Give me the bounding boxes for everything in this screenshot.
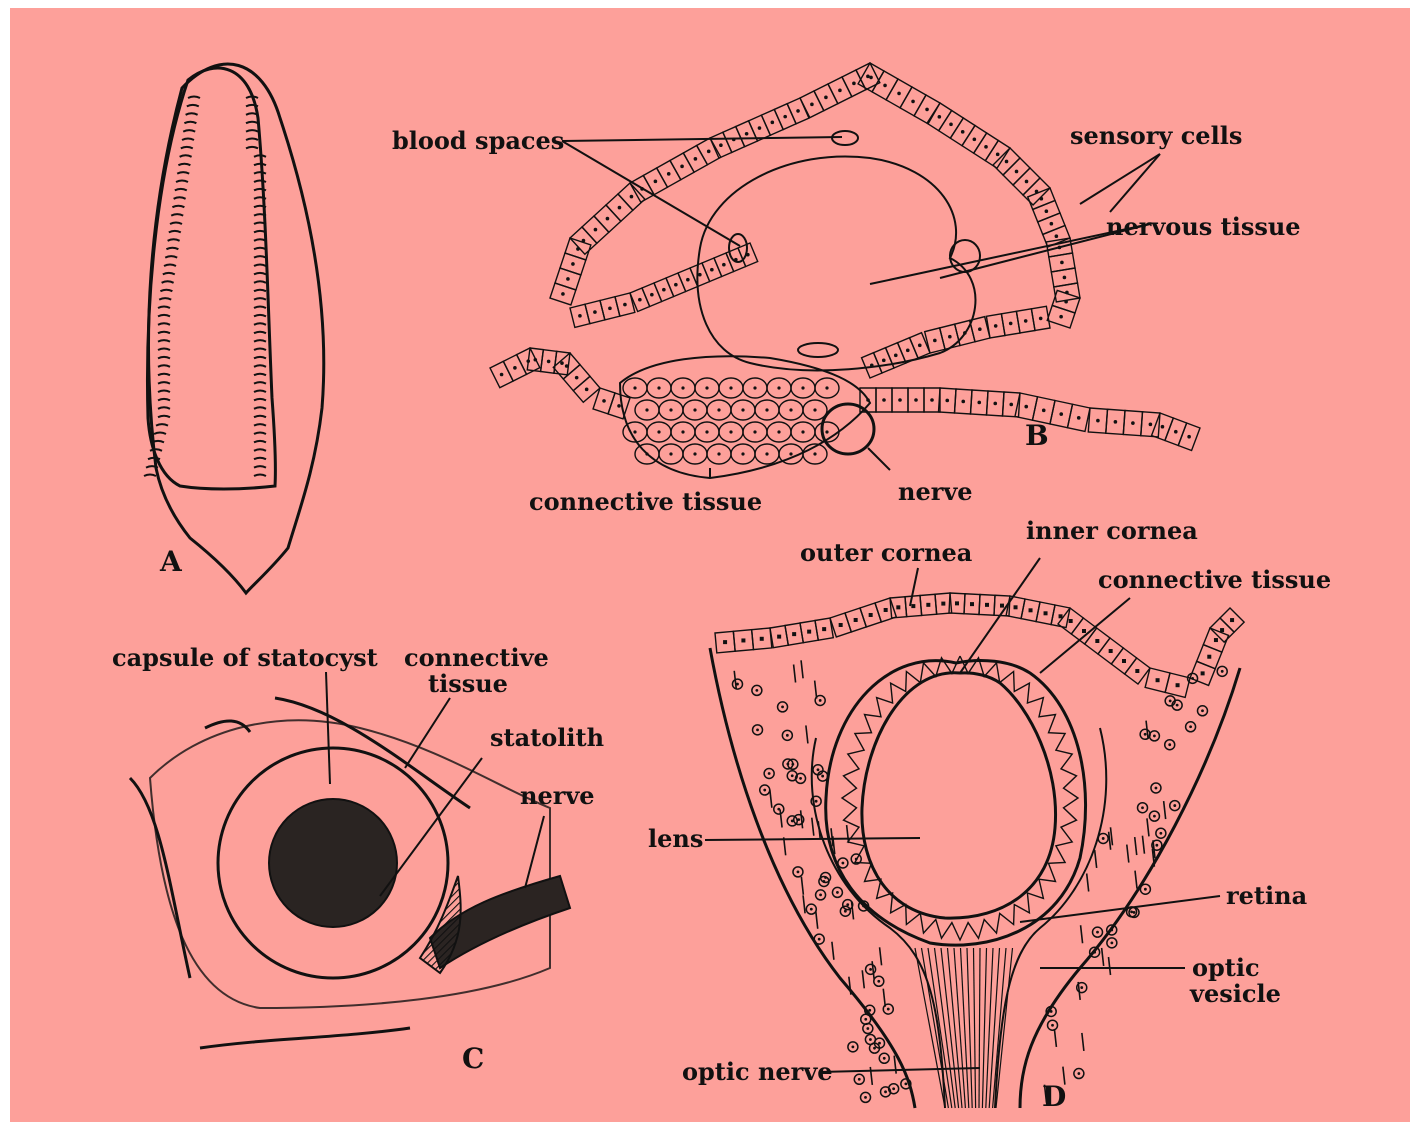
label-connective-tissue-d: connective tissue bbox=[1098, 565, 1331, 594]
label-sensory-cells: sensory cells bbox=[1070, 121, 1242, 150]
label-statolith: statolith bbox=[490, 723, 604, 752]
label-lens: lens bbox=[648, 824, 703, 853]
label-capsule-of-statocyst: capsule of statocyst bbox=[112, 643, 378, 672]
label-retina: retina bbox=[1226, 881, 1307, 910]
panel-b-letter: B bbox=[1025, 419, 1049, 452]
label-inner-cornea: inner cornea bbox=[1026, 516, 1198, 545]
label-connective-line2: tissue bbox=[428, 669, 508, 698]
label-blood-spaces: blood spaces bbox=[392, 126, 564, 155]
label-optic-line1: optic bbox=[1192, 953, 1260, 982]
label-nervous-tissue: nervous tissue bbox=[1106, 212, 1301, 241]
plate: A blood spaces sensory cells nervous tis… bbox=[10, 8, 1410, 1122]
panel-c-letter: C bbox=[462, 1042, 484, 1075]
label-nerve-c: nerve bbox=[520, 781, 595, 810]
panel-a-letter: A bbox=[159, 545, 183, 578]
label-outer-cornea: outer cornea bbox=[800, 538, 972, 567]
label-optic-line2: vesicle bbox=[1189, 979, 1281, 1008]
label-connective-tissue-b: connective tissue bbox=[529, 487, 762, 516]
label-optic-nerve: optic nerve bbox=[682, 1057, 833, 1086]
panel-d-letter: D bbox=[1042, 1080, 1066, 1113]
label-nerve-b: nerve bbox=[898, 477, 973, 506]
statolith bbox=[269, 799, 397, 927]
label-connective-line1: connective bbox=[404, 643, 549, 672]
